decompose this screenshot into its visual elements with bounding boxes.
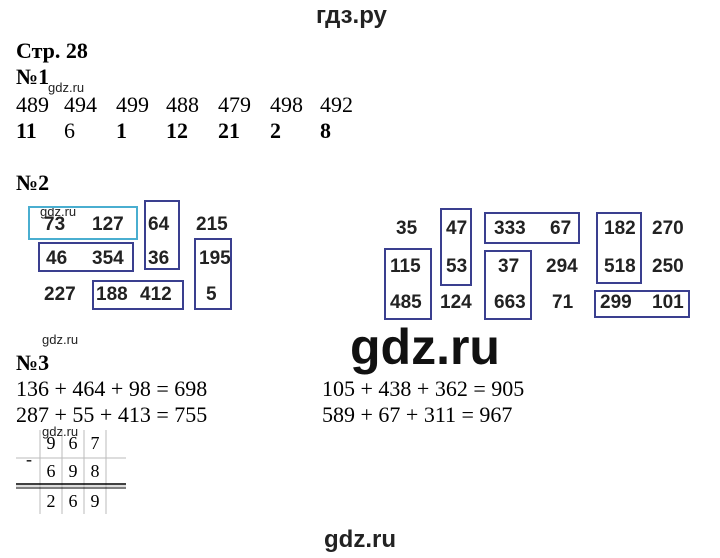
puzzle-number: 71 [552, 292, 574, 313]
header-site: гдз.ру [316, 2, 387, 29]
difference-cell: 21 [218, 118, 240, 143]
puzzle-number: 124 [440, 292, 472, 313]
equation: 287 + 55 + 413 = 755 [16, 402, 208, 427]
number-cell: 479 [218, 92, 251, 117]
task3-watermark: gdz.ru [42, 332, 79, 347]
difference-cell: 1 [116, 118, 127, 143]
puzzle-number: 5 [206, 284, 217, 305]
puzzle-number: 127 [92, 214, 124, 235]
pair-box [194, 238, 232, 310]
digit: 6 [68, 491, 78, 511]
puzzle-number: 299 [600, 292, 632, 313]
pair-box [484, 250, 532, 320]
digit: 9 [68, 461, 78, 481]
puzzle-number: 53 [446, 256, 468, 277]
puzzle-number: 67 [550, 218, 572, 239]
puzzle-number: 270 [652, 218, 684, 239]
puzzle-number: 47 [446, 218, 468, 239]
number-cell: 494 [64, 92, 97, 117]
puzzle-number: 37 [498, 256, 520, 277]
puzzle-number: 412 [140, 284, 172, 305]
puzzle-number: 36 [148, 248, 170, 269]
puzzle-number: 518 [604, 256, 636, 277]
task3-label: №3 [16, 350, 50, 375]
difference-cell: 12 [166, 118, 188, 143]
digit: 6 [68, 433, 78, 453]
puzzle-number: 227 [44, 284, 76, 305]
minus-sign: - [26, 449, 32, 469]
task1-watermark: gdz.ru [48, 80, 85, 95]
puzzle-number: 333 [494, 218, 526, 239]
puzzle-number: 64 [148, 214, 170, 235]
puzzle-number: 115 [390, 256, 421, 277]
digit: 9 [90, 491, 100, 511]
puzzle-number: 182 [604, 218, 636, 239]
puzzle-number: 195 [199, 248, 231, 269]
puzzle-number: 188 [96, 284, 128, 305]
pair-box [28, 206, 138, 240]
pair-box [38, 242, 134, 272]
difference-cell: 2 [270, 118, 281, 143]
difference-cell: 8 [320, 118, 331, 143]
subtraction-grid: - 9 6 7 6 9 8 2 6 9 [16, 430, 126, 514]
number-cell: 498 [270, 92, 303, 117]
puzzle-number: 354 [92, 248, 124, 269]
pair-box [484, 212, 580, 244]
puzzle-number: 46 [46, 248, 68, 269]
number-cell: 488 [166, 92, 199, 117]
grid-lines [16, 430, 126, 514]
puzzle-number: 73 [44, 214, 66, 235]
puzzle-number: 101 [652, 292, 684, 313]
page-label: Стр. 28 [16, 38, 88, 63]
pair-box [92, 280, 184, 310]
difference-cell: 11 [16, 118, 37, 143]
pair-box [594, 290, 690, 318]
footer-site: gdz.ru [324, 526, 396, 553]
task2-label: №2 [16, 170, 50, 195]
pair-box [440, 208, 472, 286]
equation: 105 + 438 + 362 = 905 [322, 376, 525, 401]
digit: 6 [46, 461, 56, 481]
digit: 2 [46, 491, 56, 511]
task1-label: №1 [16, 64, 50, 89]
grid-watermark: gdz.ru [42, 424, 79, 439]
digit: 7 [90, 433, 100, 453]
number-cell: 499 [116, 92, 149, 117]
equation: 136 + 464 + 98 = 698 [16, 376, 208, 401]
puzzle-number: 215 [196, 214, 228, 235]
digit: 9 [46, 433, 56, 453]
puzzle-number: 250 [652, 256, 684, 277]
big-watermark: gdz.ru [350, 319, 500, 375]
equation: 589 + 67 + 311 = 967 [322, 402, 513, 427]
puzzle-number: 294 [546, 256, 578, 277]
puzzle-number: 485 [390, 292, 422, 313]
number-cell: 492 [320, 92, 353, 117]
pair-box [384, 248, 432, 320]
number-cell: 489 [16, 92, 49, 117]
puzzle-number: 35 [396, 218, 418, 239]
puzzle-number: 663 [494, 292, 526, 313]
digit: 8 [90, 461, 100, 481]
pair-box [144, 200, 180, 270]
difference-cell: 6 [64, 118, 75, 143]
pair-box [596, 212, 642, 284]
